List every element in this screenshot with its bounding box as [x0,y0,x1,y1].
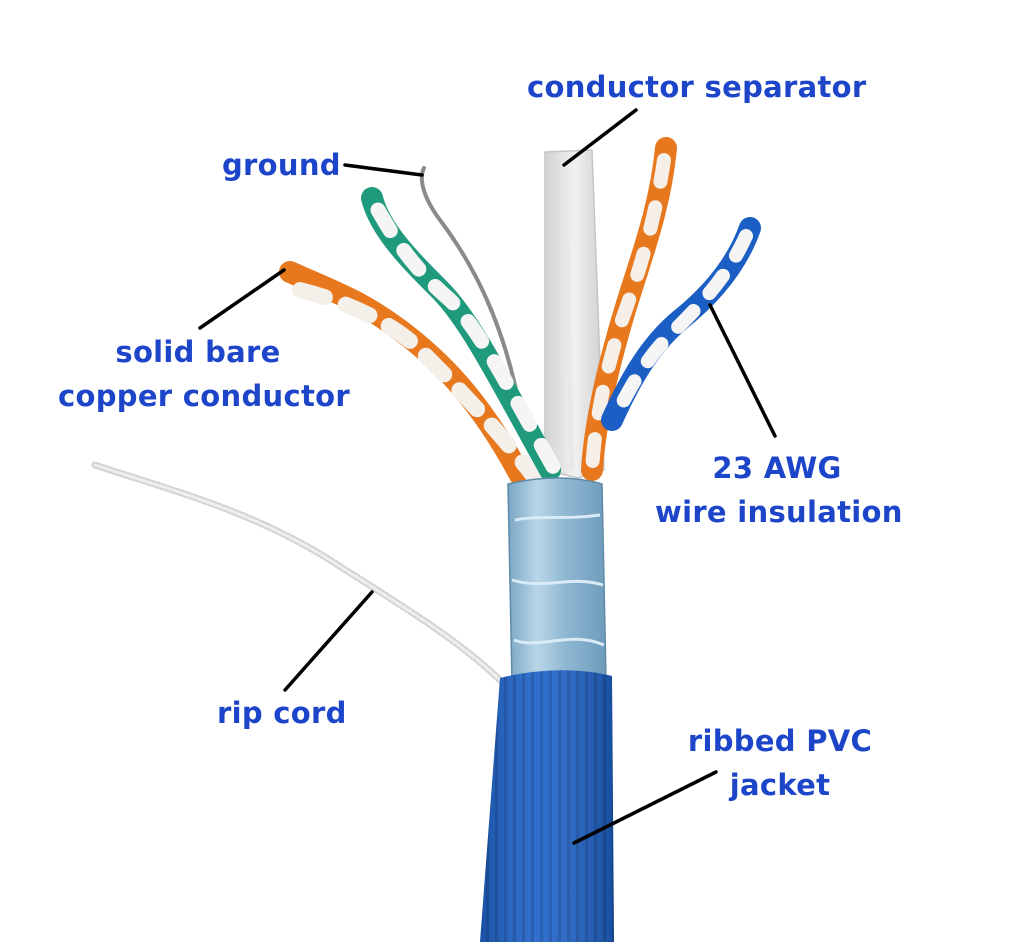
orange-pair-left [279,261,543,486]
leader-solid-bare [198,268,286,330]
leader-lines [198,108,777,845]
leader-rip-cord [283,590,374,692]
label-rip-cord: rip cord [217,691,347,735]
label-conductor-separator-text: conductor separator [527,70,867,104]
green-pair [361,187,563,481]
label-awg-line1: 23 AWG [712,451,842,485]
label-rip-cord-text: rip cord [217,696,347,730]
label-ribbed-pvc-jacket: ribbed PVC jacket [680,719,880,807]
blue-pair [601,217,761,431]
leader-jacket [572,770,718,845]
orange-pair-right [581,137,677,481]
label-awg-wire-insulation: 23 AWG wire insulation [655,446,903,534]
leader-ground [343,163,424,177]
label-ground-text: ground [222,148,341,182]
label-solid-bare-line2: copper conductor [58,379,350,413]
leader-conductor-separator [562,108,638,167]
label-solid-bare-copper-conductor: solid bare copper conductor [58,330,350,418]
rip-cord [91,461,509,689]
leader-awg [708,303,777,438]
label-jacket-line1: ribbed PVC [687,724,873,758]
label-solid-bare-line1: solid bare [115,335,281,369]
ground-wire [419,166,524,422]
label-jacket-line2: jacket [729,768,831,802]
label-awg-line2: wire insulation [655,495,903,529]
label-ground: ground [222,143,341,187]
label-conductor-separator: conductor separator [527,65,866,109]
